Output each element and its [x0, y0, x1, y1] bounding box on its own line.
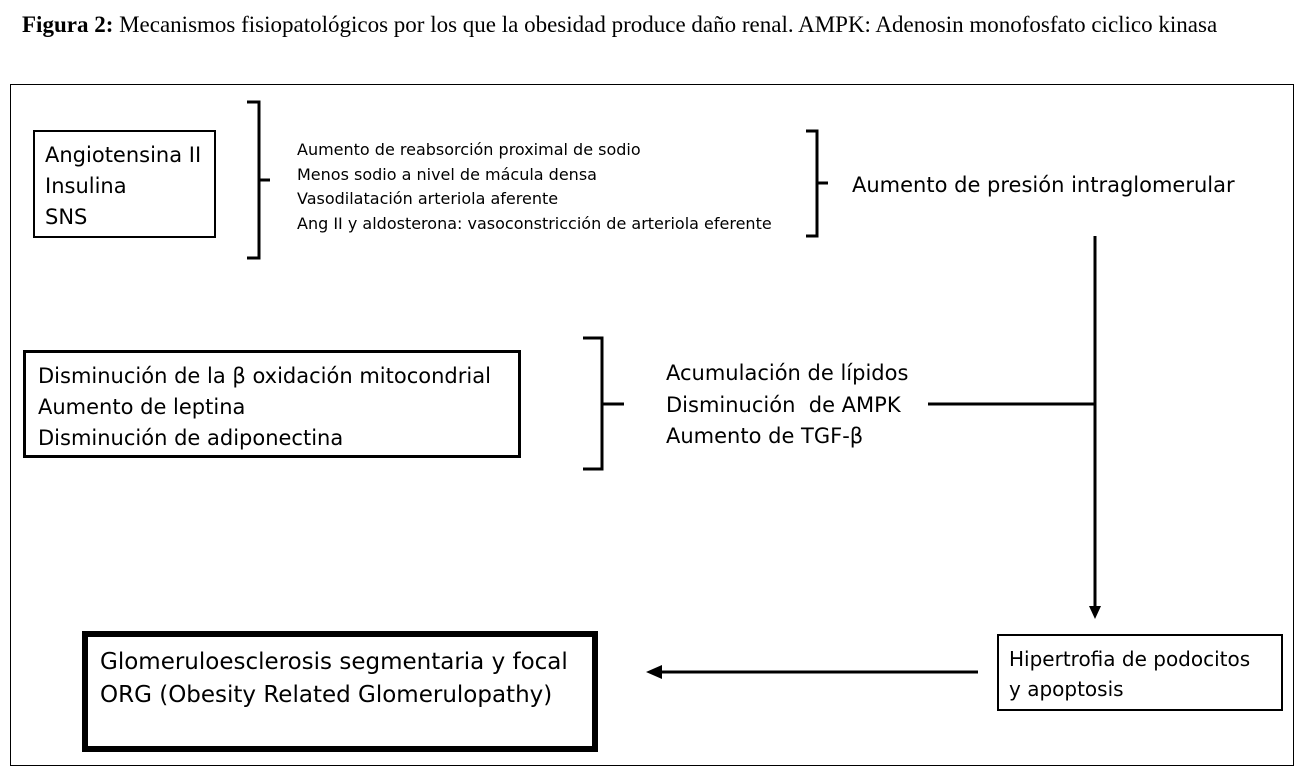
bracket-2 [583, 336, 624, 471]
box4-line: Glomeruloesclerosis segmentaria y focal [100, 649, 568, 675]
caption-text: Mecanismos fisiopatológicos por los que … [113, 12, 1218, 37]
mech1-line: Vasodilatación arteriola aferente [297, 189, 559, 208]
box2-line: Aumento de leptina [38, 395, 246, 419]
box2-line: Disminución de adiponectina [38, 426, 344, 450]
box1-line: Angiotensina II [45, 143, 202, 167]
mech1-line: Ang II y aldosterona: vasoconstricción d… [297, 213, 772, 233]
mech1-line: Menos sodio a nivel de mácula densa [297, 164, 597, 184]
box-metabolic-factors: Disminución de la β oxidación mitocondri… [23, 350, 521, 458]
mechanisms-list-2: Acumulación de lípidos Disminución de AM… [666, 358, 908, 453]
mech2-line: Disminución de AMPK [666, 392, 901, 417]
mech2-line: Acumulación de lípidos [666, 361, 909, 385]
box2-line: Disminución de la β oxidación mitocondri… [38, 364, 491, 388]
box1-line: SNS [45, 205, 88, 229]
down-arrowhead [1089, 606, 1101, 619]
box-podocyte-hypertrophy: Hipertrofia de podocitos y apoptosis [997, 634, 1283, 711]
caption-label: Figura 2: [22, 12, 114, 37]
diagram-frame [10, 84, 1294, 766]
box-hormonal-factors: Angiotensina II Insulina SNS [33, 130, 216, 238]
mech1-line: Aumento de reabsorción proximal de sodio [297, 140, 641, 159]
box-glomerulosclerosis: Glomeruloesclerosis segmentaria y focal … [82, 631, 598, 752]
figure-caption: Figura 2: Mecanismos fisiopatológicos po… [22, 8, 1282, 42]
box4-line: ORG (Obesity Related Glomerulopathy) [100, 682, 553, 708]
bracket-1-left [247, 100, 270, 260]
bracket-1-right [806, 129, 828, 238]
box1-line: Insulina [45, 174, 127, 198]
box3-line: Hipertrofia de podocitos [1009, 647, 1251, 671]
mechanisms-list-1: Aumento de reabsorción proximal de sodio… [297, 138, 772, 236]
result-intraglomerular-pressure: Aumento de presión intraglomerular [852, 173, 1235, 197]
mech2-line: Aumento de TGF-β [666, 424, 864, 448]
box3-line: y apoptosis [1009, 677, 1124, 701]
left-arrowhead [646, 665, 662, 679]
